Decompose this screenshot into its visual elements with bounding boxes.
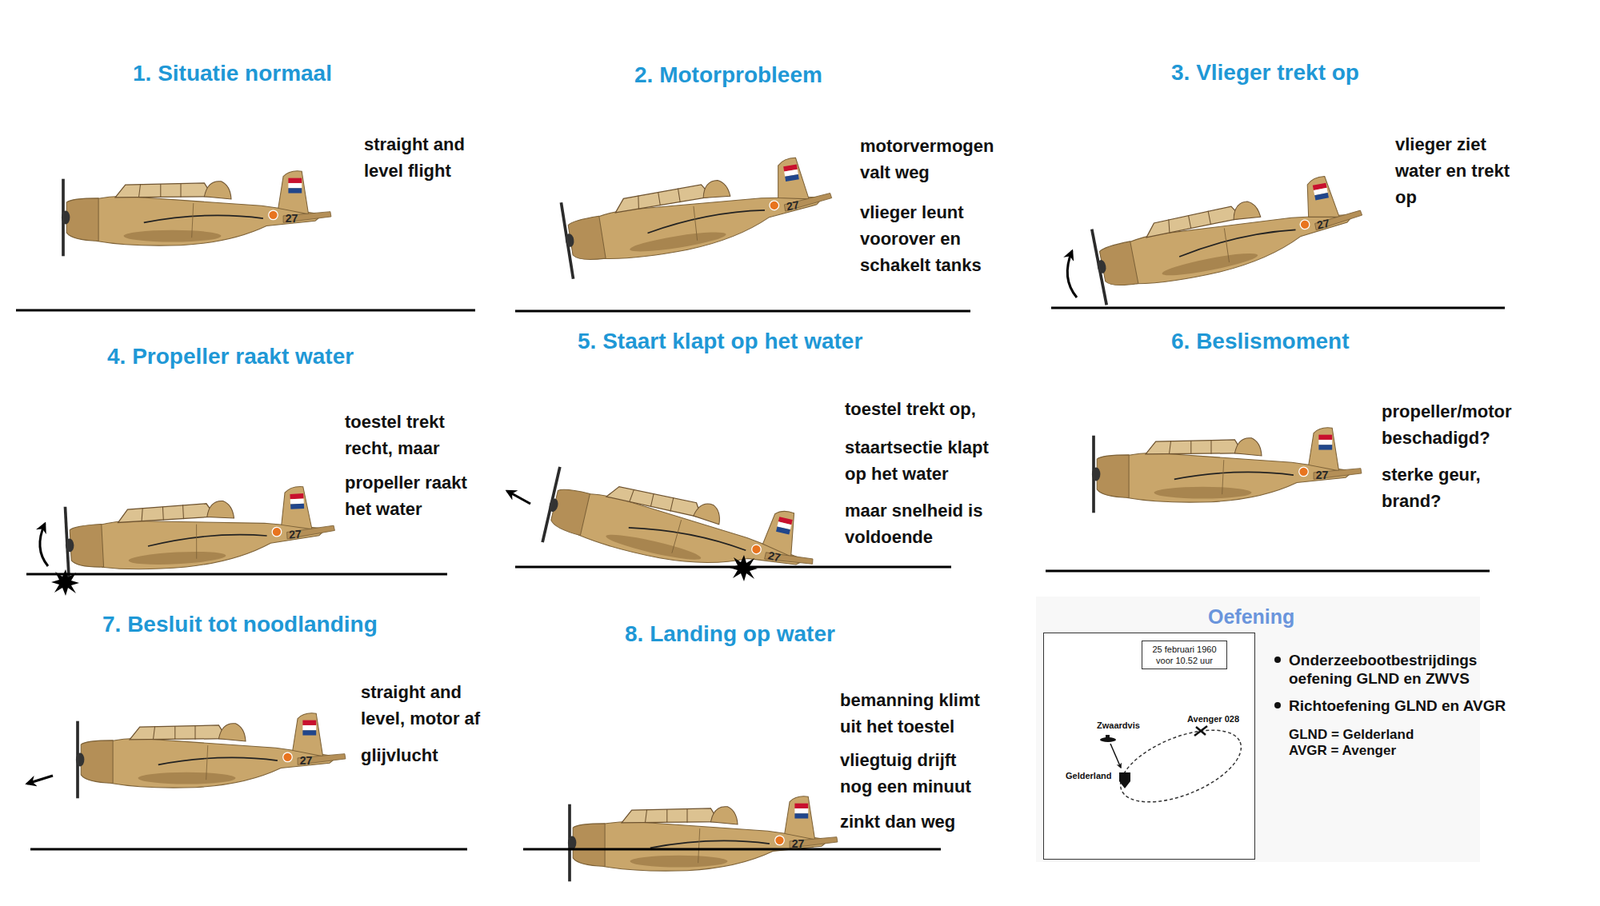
aircraft-1 [61, 171, 332, 256]
step-title: 4. Propeller raakt water [107, 343, 354, 371]
step-panel: 3. Vlieger trekt op vlieger ziet water en… [1171, 59, 1548, 300]
aircraft-2 [558, 152, 839, 280]
water-line [16, 309, 476, 312]
exercise-panel: OefeningOnderzeebootbestrijdings oefenin… [1036, 596, 1480, 863]
pitch-arrow [40, 524, 48, 567]
water-line [1051, 307, 1505, 310]
direction-arrow [507, 491, 531, 504]
aircraft-icon [1194, 726, 1208, 736]
step-text: straight and level flight [364, 131, 496, 184]
date-box: 25 februari 1960 voor 10.52 uur [1141, 640, 1228, 670]
step-text: vliegtuig drijft nog een minuut [840, 747, 988, 800]
step-text: straight and level, motor af [360, 679, 497, 732]
map-label: Gelderland [1064, 771, 1112, 782]
bullet-text: Onderzeebootbestrijdings oefening GLND e… [1288, 651, 1489, 688]
bullet-dot [1274, 702, 1281, 709]
map-box: Zwaardvis Avenger 028Gelderland 25 februar… [1043, 632, 1256, 860]
step-text: motorvermogen valt weg [860, 132, 1012, 186]
bullet-text: Richtoefening GLND en AVGR [1288, 696, 1521, 716]
submarine-tower [1105, 735, 1110, 739]
water-line [1045, 570, 1490, 573]
step-text: toestel trekt op, [844, 396, 1005, 423]
step-text: zinkt dan weg [840, 808, 988, 836]
tail-number: 27 [288, 528, 302, 541]
water-line [515, 310, 971, 313]
aircraft-8 [568, 796, 838, 882]
step-panel: 8. Landing op water bemanning klimt uit h… [624, 620, 1009, 853]
pitch-arrow [1067, 251, 1077, 298]
step-text: bemanning klimt uit het toestel [840, 687, 988, 740]
tail-number: 27 [1316, 469, 1329, 481]
step-panel: 1. Situatie normaal straight and level fl… [132, 60, 509, 300]
submarine-icon [1100, 735, 1116, 743]
date-text: 25 februari 1960 voor 10.52 uur [1146, 644, 1223, 667]
impact-splash [51, 569, 80, 596]
exercise-title: Oefening [1208, 604, 1295, 629]
tail-number: 27 [785, 199, 800, 212]
step-text: vlieger leunt voorover en schakelt tanks [860, 199, 1012, 279]
tail-number: 27 [766, 550, 781, 564]
map-label: Zwaardvis [1096, 720, 1141, 732]
step-text: glijvlucht [360, 742, 497, 769]
tail-number: 27 [792, 838, 805, 850]
step-text: propeller raakt het water [344, 469, 481, 523]
step-title: 7. Besluit tot noodlanding [102, 611, 378, 639]
step-title: 2. Motorprobleem [634, 61, 823, 89]
abbreviation-note: GLND = Gelderland AVGR = Avenger [1288, 727, 1429, 760]
aircraft-7 [76, 713, 346, 799]
map-label: Avenger 028 [1186, 714, 1240, 725]
ship-icon [1119, 772, 1131, 789]
step-text: toestel trekt recht, maar [344, 408, 481, 462]
direction-arrow [27, 776, 53, 784]
water-line [30, 848, 468, 852]
step-text: maar snelheid is voldoende [844, 497, 1005, 551]
course-arrow [1110, 744, 1121, 768]
step-title: 8. Landing op water [624, 620, 836, 648]
water-line [26, 573, 448, 576]
step-panel: 5. Staart klapt op het water toestel trek… [577, 328, 1010, 560]
bullet-dot [1274, 656, 1281, 664]
step-title: 5. Staart klapt op het water [577, 328, 863, 356]
step-panel: 7. Besluit tot noodlanding straight and l… [102, 611, 503, 844]
step-title: 3. Vlieger trekt op [1171, 59, 1360, 87]
aircraft-6 [1092, 428, 1362, 513]
aircraft-3 [1088, 170, 1370, 306]
aircraft-5 [540, 459, 823, 604]
exercise-ground [1036, 596, 1480, 863]
tail-number: 27 [300, 755, 313, 767]
tail-number: 27 [285, 212, 299, 224]
step-text: propeller/motor beschadigd? [1381, 398, 1526, 452]
step-text: staartsectie klapt op het water [844, 434, 1005, 488]
step-title: 1. Situatie normaal [132, 60, 332, 88]
water-lines [16, 308, 1505, 850]
step-text: vlieger ziet water en trekt op [1395, 131, 1524, 211]
aircraft-4 [63, 484, 337, 584]
step-panel: 2. Motorprobleem motorvermogen valt weg vl… [634, 61, 1019, 302]
submarine-hull [1100, 737, 1116, 743]
step-title: 6. Beslismoment [1171, 328, 1350, 356]
tail-number: 27 [1316, 217, 1331, 232]
step-text: sterke geur, brand? [1381, 461, 1526, 515]
impact-splash [729, 555, 758, 582]
step-panel: 6. Beslismoment propeller/motor beschadig… [1171, 328, 1540, 560]
flight-track [1110, 716, 1251, 818]
water-line [523, 848, 941, 852]
